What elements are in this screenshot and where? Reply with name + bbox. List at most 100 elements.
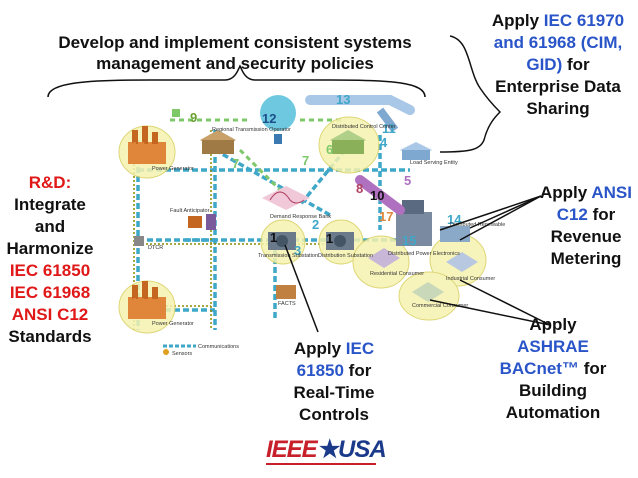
diagram-label-distribution-substation: Distribution Substation [318, 253, 373, 259]
callout-ansi-text: for [587, 205, 616, 224]
pipe-11 [376, 107, 399, 133]
ieee-usa-logo: IEEE ★ USA [266, 436, 387, 465]
logo-underline [266, 463, 376, 465]
logo-ieee: IEEE [266, 436, 318, 463]
callout-ansi-text: ANSI [591, 183, 632, 202]
callout-ashrae-line: Apply [498, 314, 608, 336]
diagram-number-n1: 1 [270, 230, 277, 245]
callout-rd-line: IEC 61850 [2, 260, 98, 282]
callout-cim-text: Enterprise Data [495, 77, 621, 96]
diagram-number-n6: 6 [326, 142, 333, 157]
diagram-number-n7: 7 [232, 156, 239, 171]
building-fault-anticipator [188, 214, 216, 230]
building-distributed-power [396, 200, 432, 246]
callout-cim-text: for [562, 55, 590, 74]
callout-rd-text: IEC 61968 [9, 283, 91, 302]
callout-rd-line: and [2, 216, 98, 238]
callout-iec61850-line: Controls [284, 404, 384, 426]
diagram-number-n10: 10 [370, 188, 384, 203]
logo-usa: USA [338, 436, 387, 463]
pipe-13 [305, 95, 415, 115]
callout-ashrae-text: for [578, 359, 607, 378]
diagram-number-n4: 4 [380, 135, 388, 150]
callout-rd-text: Harmonize [6, 239, 94, 258]
diagram-label-legend-comm: Communications [198, 344, 239, 350]
element-9 [172, 109, 180, 117]
callout-rd-text: Integrate [14, 195, 86, 214]
building-dtcr [134, 236, 144, 246]
callout-ashrae-line: Automation [498, 402, 608, 424]
callout-ansi-text: Apply [540, 183, 592, 202]
pipe-5-purple [355, 175, 405, 215]
callout-iec61850-text: 61850 [296, 361, 344, 380]
diagram-number-n13: 13 [336, 92, 350, 107]
building-distribution-substation [326, 232, 354, 250]
diagram-number-n2: 2 [312, 217, 319, 232]
callout-iec61850-text: Real-Time [293, 383, 375, 402]
diagram-number-n11: 11 [382, 121, 396, 136]
callout-cim-text: GID) [526, 55, 563, 74]
callout-rd-text: Standards [8, 327, 92, 346]
diagram-number-n5: 5 [404, 173, 411, 188]
callout-ashrae-text: Automation [505, 403, 601, 422]
callout-cim-line: and 61968 (CIM, [478, 32, 638, 54]
building-regional-transmission [200, 130, 236, 154]
diagram-label-residential-consumer: Residential Consumer [370, 271, 424, 277]
right-brace [439, 35, 502, 153]
callout-iec61850-line: 61850 for [284, 360, 384, 382]
logo-star-icon: ★ [319, 436, 340, 463]
callout-iec61850-text: for [343, 361, 372, 380]
diagram-label-fault-anticipator: Fault Anticipator [170, 208, 210, 214]
callout-rd-text: IEC 61850 [9, 261, 91, 280]
callout-ashrae-text: BACnet™ [499, 359, 579, 378]
diagram-label-dtcr: DTCR [148, 245, 163, 251]
diagram-number-n9: 9 [190, 110, 197, 125]
building-residential [368, 248, 400, 268]
callout-iec61850-line: Apply IEC [284, 338, 384, 360]
callout-cim-line: Enterprise Data [478, 76, 638, 98]
diagram-label-commercial-consumer: Commercial Consumer [412, 303, 468, 309]
building-power-generator-bottom [128, 281, 166, 319]
diagram-number-n8: 8 [356, 181, 363, 196]
callout-ansi-text: Metering [550, 249, 622, 268]
diagram-number-n16b: 16 [131, 295, 145, 310]
diagram-label-load-serving: Load Serving Entity [410, 160, 458, 166]
callout-ashrae-line: ASHRAE [498, 336, 608, 358]
building-industrial [446, 252, 478, 272]
callout-ansi-text: C12 [556, 205, 588, 224]
top-banner: Develop and implement consistent systems… [40, 32, 430, 74]
callout-cim-line: GID) for [478, 54, 638, 76]
diagram-label-facts: FACTS [278, 301, 296, 307]
building-distributed-control [330, 130, 366, 154]
top-banner-line1: Develop and implement consistent systems [58, 33, 412, 52]
callout-rd-line: Harmonize [2, 238, 98, 260]
diagram-number-n1b: 1 [326, 231, 333, 246]
diagram-number-n12: 12 [262, 111, 276, 126]
callout-ashrae-text: Apply [529, 315, 577, 334]
diagram-label-regional-transmission: Regional Transmission Operator [212, 127, 291, 133]
callout-ashrae-line: BACnet™ for [498, 358, 608, 380]
callout-ashrae-text: ASHRAE [517, 337, 589, 356]
diagram-label-power-generator-bottom: Power Generator [152, 321, 194, 327]
callout-cim-line: Sharing [478, 98, 638, 120]
diagram-number-n3: 3 [294, 243, 301, 258]
callout-cim-text: and 61968 (CIM, [493, 33, 623, 52]
callout-ashrae-text: Building [519, 381, 587, 400]
diagram-label-demand-response: Demand Response Bank [270, 214, 331, 220]
top-brace [47, 64, 426, 98]
diagram-number-n7b: 7 [302, 153, 309, 168]
callout-pointers [284, 195, 551, 333]
callout-ansi-line: Metering [536, 248, 636, 270]
diagram-number-n15: 15 [402, 233, 416, 248]
callout-rd-text: and [34, 217, 66, 236]
callout-cim-line: Apply IEC 61970 [478, 10, 638, 32]
callout-ashrae-line: Building [498, 380, 608, 402]
building-demand-response [262, 186, 310, 210]
diagram-label-power-generator-top: Power Generator [152, 166, 194, 172]
callout-ansi-text: Revenue [550, 227, 622, 246]
callout-cim-text: IEC 61970 [543, 11, 625, 30]
building-power-generator-top [128, 126, 166, 164]
